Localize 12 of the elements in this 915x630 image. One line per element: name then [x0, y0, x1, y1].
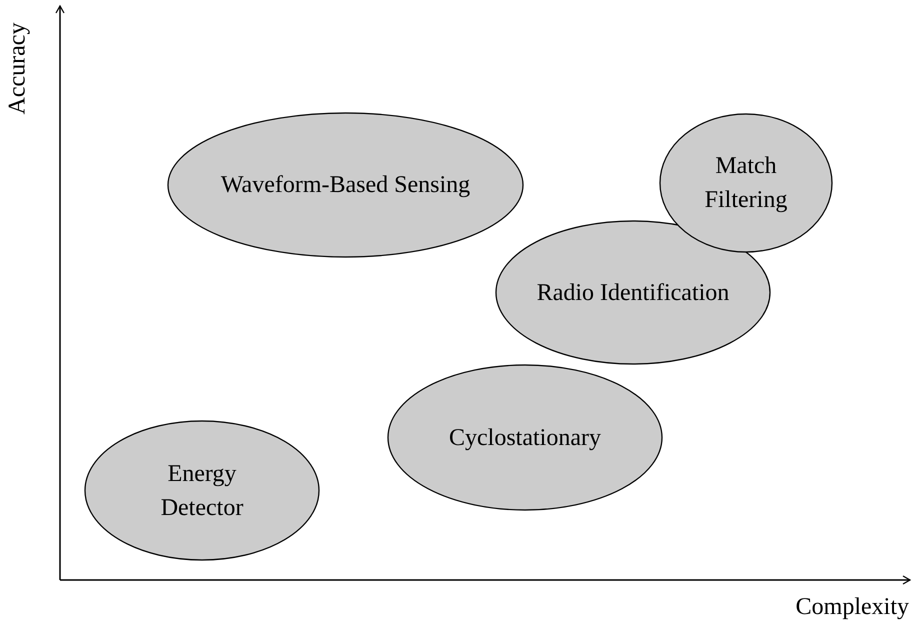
node-label: Waveform-Based Sensing	[220, 171, 470, 200]
axis-label: Complexity	[796, 594, 909, 621]
axis-label: Accuracy	[4, 22, 32, 114]
ellipse-node	[659, 113, 833, 253]
ellipse-node	[84, 420, 320, 561]
node-label: Match Filtering	[704, 152, 788, 215]
ellipse-node	[167, 112, 524, 258]
ellipse-node	[387, 364, 663, 511]
node-label: Energy Detector	[160, 460, 244, 522]
ellipse-node	[495, 220, 771, 365]
node-label: Cyclostationary	[449, 424, 601, 452]
node-label: Radio Identification	[536, 278, 730, 308]
